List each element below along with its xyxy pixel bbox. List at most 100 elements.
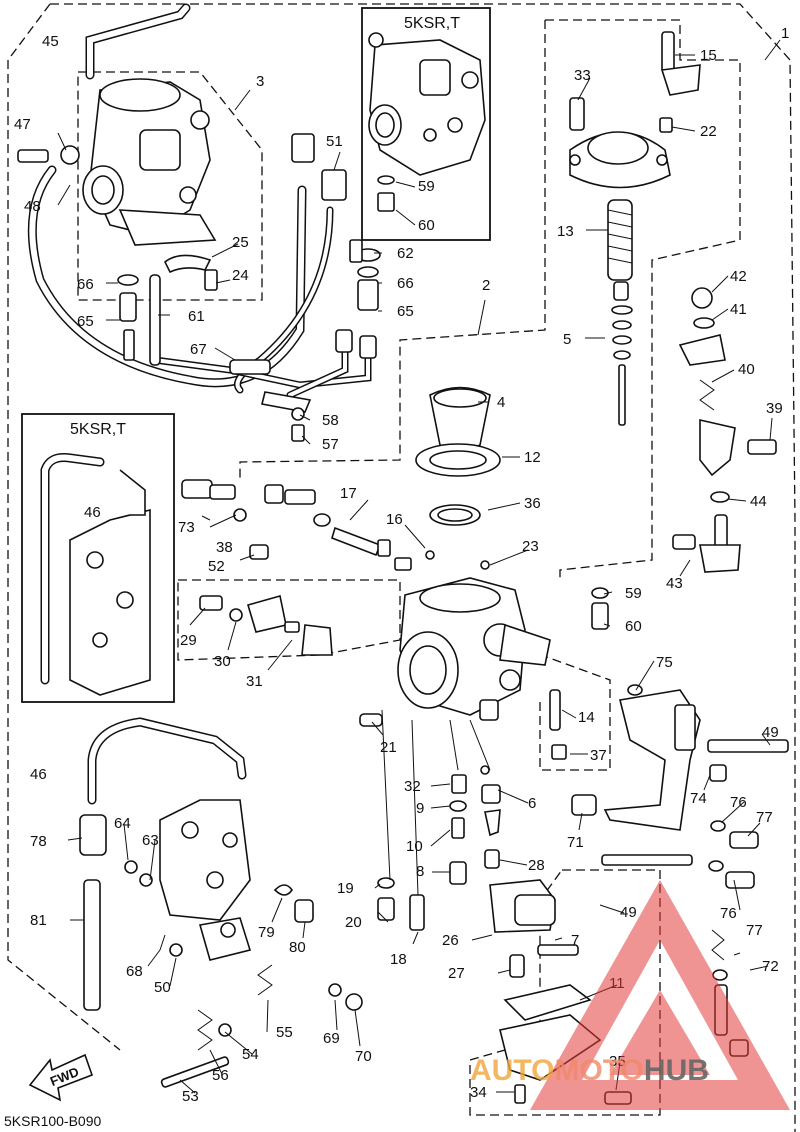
callout-43: 43 (666, 575, 683, 592)
callout-49a: 49 (762, 724, 779, 741)
callout-30: 30 (214, 653, 231, 670)
callout-71: 71 (567, 834, 584, 851)
callout-55: 55 (276, 1024, 293, 1041)
callout-16: 16 (386, 511, 403, 528)
callout-76b: 76 (720, 905, 737, 922)
callout-66b: 66 (397, 275, 414, 292)
callout-72: 72 (762, 958, 779, 975)
callout-67: 67 (190, 341, 207, 358)
inset-top-callout-59: 59 (418, 178, 435, 195)
callout-5: 5 (563, 331, 571, 348)
callout-12: 12 (524, 449, 541, 466)
callout-33: 33 (574, 67, 591, 84)
callout-23: 23 (522, 538, 539, 555)
callout-65: 65 (77, 313, 94, 330)
fwd-arrow: FWD (28, 1053, 94, 1102)
callout-50: 50 (154, 979, 171, 996)
callout-26: 26 (442, 932, 459, 949)
callout-73: 73 (178, 519, 195, 536)
callout-13: 13 (557, 223, 574, 240)
diagram-code: 5KSR100-B090 (4, 1113, 102, 1129)
callout-21: 21 (380, 739, 397, 756)
callout-2: 2 (482, 277, 490, 294)
carb-hardware (17, 145, 381, 442)
callout-7: 7 (571, 932, 579, 949)
leader-lines (57, 39, 781, 1094)
callout-61: 61 (188, 308, 205, 325)
callout-15: 15 (700, 47, 717, 64)
callout-31: 31 (246, 673, 263, 690)
inset-left-box (21, 413, 175, 703)
callout-77b: 77 (746, 922, 763, 939)
diaphragm-stack (415, 31, 701, 526)
callout-52: 52 (208, 558, 225, 575)
carburetor-body (397, 577, 551, 721)
jet-components (359, 709, 501, 931)
callout-65b: 65 (397, 303, 414, 320)
callout-22: 22 (700, 123, 717, 140)
callout-25: 25 (232, 234, 249, 251)
inset-top-title: 5KSR,T (404, 15, 460, 32)
carburetor-group-box (77, 71, 263, 301)
callout-79: 79 (258, 924, 275, 941)
callout-47: 47 (14, 116, 31, 133)
callout-8: 8 (416, 863, 424, 880)
callout-64: 64 (114, 815, 131, 832)
assembly-boundary (7, 3, 796, 1132)
callout-58: 58 (322, 412, 339, 429)
callout-60: 60 (625, 618, 642, 635)
callout-68: 68 (126, 963, 143, 980)
float-bowl-assembly (489, 879, 632, 1105)
callout-46a: 46 (84, 504, 101, 521)
diaphragm-group-box (239, 19, 741, 580)
lower-bracket-assembly (79, 717, 363, 1088)
inset-left-bracket (40, 453, 151, 696)
callout-81: 81 (30, 912, 47, 929)
callout-36: 36 (524, 495, 541, 512)
callout-10: 10 (406, 838, 423, 855)
carburetor-assembly (82, 3, 217, 246)
watermark: AUTOMOTOHUB (470, 880, 790, 1110)
callout-4: 4 (497, 394, 505, 411)
watermark-text: AUTOMOTOHUB (470, 1054, 709, 1087)
callout-27: 27 (448, 965, 465, 982)
callout-labels: 1 45 3 47 48 51 25 24 66 65 61 67 62 66 … (14, 25, 789, 1105)
callout-1: 1 (781, 25, 789, 42)
callout-51: 51 (326, 133, 343, 150)
callout-14: 14 (578, 709, 595, 726)
inset-top-carburetor (368, 32, 486, 212)
throttle-stop-box (499, 639, 611, 771)
callout-56: 56 (212, 1067, 229, 1084)
callout-17: 17 (340, 485, 357, 502)
callout-9: 9 (416, 800, 424, 817)
callout-77a: 77 (756, 809, 773, 826)
callout-49b: 49 (620, 904, 637, 921)
callout-62: 62 (397, 245, 414, 262)
callout-54: 54 (242, 1046, 259, 1063)
callout-70: 70 (355, 1048, 372, 1065)
callout-20: 20 (345, 914, 362, 931)
callout-37: 37 (590, 747, 607, 764)
callout-42: 42 (730, 268, 747, 285)
callout-41: 41 (730, 301, 747, 318)
callout-44: 44 (750, 493, 767, 510)
idle-screw-assembly (181, 479, 490, 656)
callout-28: 28 (528, 857, 545, 874)
callout-46b: 46 (30, 766, 47, 783)
callout-48: 48 (24, 198, 41, 215)
callout-18: 18 (390, 951, 407, 968)
callout-29: 29 (180, 632, 197, 649)
callout-24: 24 (232, 267, 249, 284)
hoses-and-wires (27, 133, 377, 413)
callout-78: 78 (30, 833, 47, 850)
callout-34: 34 (470, 1084, 487, 1101)
callout-39: 39 (766, 400, 783, 417)
callout-63: 63 (142, 832, 159, 849)
callout-32: 32 (404, 778, 421, 795)
callout-69: 69 (323, 1030, 340, 1047)
callout-19: 19 (337, 880, 354, 897)
inset-top-callout-60: 60 (418, 217, 435, 234)
callout-40: 40 (738, 361, 755, 378)
callout-80: 80 (289, 939, 306, 956)
